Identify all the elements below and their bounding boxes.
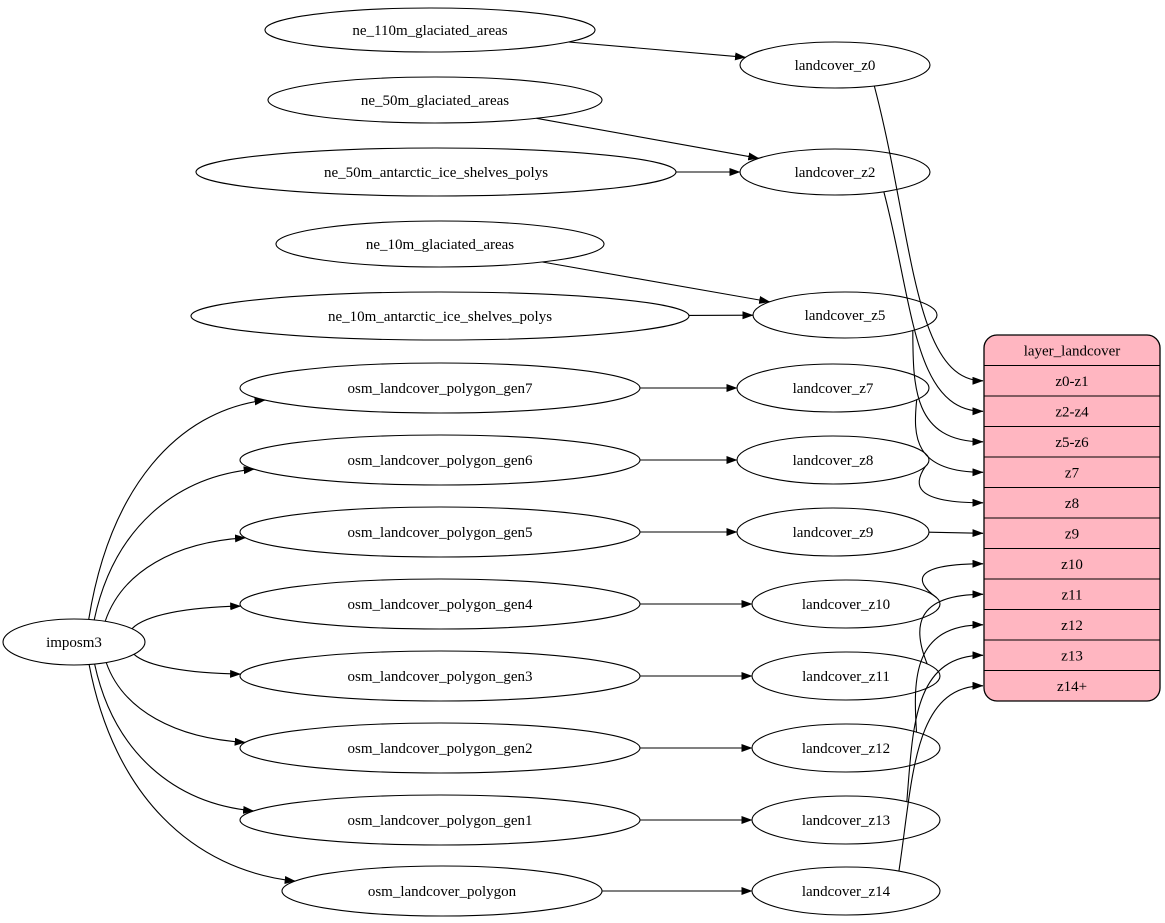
edge-ne-110m-glaciated-areas-landcover-z0 (568, 41, 746, 61)
node-osm-landcover-polygon-gen5: osm_landcover_polygon_gen5 (239, 506, 641, 558)
node-ne-10m-glaciated-areas: ne_10m_glaciated_areas (275, 220, 605, 268)
table-row-z0-z1: z0-z1 (1055, 374, 1088, 390)
node-osm-landcover-polygon-gen1: osm_landcover_polygon_gen1 (239, 794, 641, 846)
ne-10m-antarctic-ice-shelves-polys-label: ne_10m_antarctic_ice_shelves_polys (328, 309, 552, 325)
node-ne-110m-glaciated-areas: ne_110m_glaciated_areas (264, 7, 596, 53)
landcover-z0-label: landcover_z0 (795, 58, 876, 74)
node-ne-50m-antarctic-ice-shelves-polys: ne_50m_antarctic_ice_shelves_polys (195, 147, 677, 197)
edge-ne-50m-glaciated-areas-landcover-z2 (536, 117, 760, 161)
landcover-z9-label: landcover_z9 (793, 525, 874, 541)
ne-110m-glaciated-areas-label: ne_110m_glaciated_areas (352, 23, 507, 39)
edge-landcover-z8-z8 (918, 466, 984, 507)
node-landcover-z8: landcover_z8 (736, 435, 930, 485)
landcover-z11-label: landcover_z11 (802, 669, 890, 685)
node-osm-landcover-polygon-gen7: osm_landcover_polygon_gen7 (239, 362, 641, 414)
table-row-z8: z8 (1065, 496, 1079, 512)
edge-imposm3-osm-landcover-polygon-gen6 (93, 466, 255, 621)
node-osm-landcover-polygon-gen4: osm_landcover_polygon_gen4 (239, 578, 641, 630)
landcover-z7-label: landcover_z7 (793, 381, 874, 397)
landcover-z14-label: landcover_z14 (802, 884, 891, 900)
edge-imposm3-osm-landcover-polygon-gen3 (133, 653, 242, 678)
edge-landcover-z0-z0-z1 (873, 85, 984, 385)
ne-50m-antarctic-ice-shelves-polys-label: ne_50m_antarctic_ice_shelves_polys (324, 165, 548, 181)
landcover-z8-label: landcover_z8 (793, 453, 874, 469)
edge-landcover-z2-z2-z4 (883, 191, 984, 416)
edge-imposm3-osm-landcover-polygon-gen5 (104, 534, 246, 622)
edge-imposm3-osm-landcover-polygon-gen1 (94, 663, 255, 814)
imposm3-label: imposm3 (46, 635, 102, 651)
osm-landcover-polygon-gen4-label: osm_landcover_polygon_gen4 (348, 597, 533, 613)
node-ne-10m-antarctic-ice-shelves-polys: ne_10m_antarctic_ice_shelves_polys (190, 291, 690, 341)
edge-imposm3-osm-landcover-polygon-gen2 (105, 662, 246, 746)
landcover-z5-label: landcover_z5 (805, 308, 886, 324)
table-row-z14plus: z14+ (1057, 679, 1087, 695)
node-landcover-z12: landcover_z12 (751, 723, 941, 773)
table-row-z10: z10 (1061, 557, 1083, 573)
ne-50m-glaciated-areas-ellipse (267, 76, 603, 124)
osm-landcover-polygon-gen7-label: osm_landcover_polygon_gen7 (348, 381, 533, 397)
osm-landcover-polygon-gen2-label: osm_landcover_polygon_gen2 (348, 741, 533, 757)
table-row-z9: z9 (1065, 526, 1079, 542)
landcover-z12-label: landcover_z12 (802, 741, 890, 757)
osm-landcover-polygon-gen1-label: osm_landcover_polygon_gen1 (348, 813, 533, 829)
node-osm-landcover-polygon: osm_landcover_polygon (281, 865, 603, 917)
landcover-z13-label: landcover_z13 (802, 813, 890, 829)
ne-10m-antarctic-ice-shelves-polys-ellipse (190, 291, 690, 341)
nodes-layer: ne_110m_glaciated_areas ne_50m_glaciated_… (2, 7, 941, 917)
node-osm-landcover-polygon-gen2: osm_landcover_polygon_gen2 (239, 722, 641, 774)
node-osm-landcover-polygon-gen3: osm_landcover_polygon_gen3 (239, 650, 641, 702)
osm-landcover-polygon-gen3-label: osm_landcover_polygon_gen3 (348, 669, 533, 685)
node-landcover-z11: landcover_z11 (751, 651, 941, 701)
edge-ne-10m-glaciated-areas-landcover-z5 (542, 261, 771, 304)
edge-landcover-z9-z9 (928, 529, 984, 538)
table-row-z2-z4: z2-z4 (1055, 404, 1089, 420)
table-layer-landcover: z0-z1 z2-z4 z5-z6 z7 z8 z9 z10 z11 z12 z13 z14+ lay… (983, 334, 1161, 702)
node-osm-landcover-polygon-gen6: osm_landcover_polygon_gen6 (239, 434, 641, 486)
ne-10m-glaciated-areas-label: ne_10m_glaciated_areas (366, 237, 514, 253)
ne-10m-glaciated-areas-ellipse (275, 220, 605, 268)
edge-landcover-z10-z10 (921, 559, 984, 598)
node-landcover-z10: landcover_z10 (751, 579, 941, 629)
edge-landcover-z5-z5-z6 (912, 330, 984, 446)
landcover-z10-label: landcover_z10 (802, 597, 890, 613)
osm-landcover-polygon-gen5-label: osm_landcover_polygon_gen5 (348, 525, 533, 541)
landcover-z2-label: landcover_z2 (795, 165, 876, 181)
edge-imposm3-osm-landcover-polygon-gen4 (131, 602, 242, 630)
node-landcover-z7: landcover_z7 (736, 363, 930, 413)
node-landcover-z0: landcover_z0 (739, 41, 931, 89)
edge-imposm3-osm-landcover-polygon-gen7 (88, 397, 266, 620)
node-landcover-z2: landcover_z2 (739, 148, 931, 196)
table-row-z13: z13 (1061, 648, 1083, 664)
node-landcover-z13: landcover_z13 (751, 795, 941, 845)
imposm3-ellipse (2, 618, 146, 666)
landcover-z0-ellipse (739, 41, 931, 89)
table-row-z12: z12 (1061, 618, 1083, 634)
table-row-z7: z7 (1065, 465, 1080, 481)
table-title: layer_landcover (1024, 343, 1121, 359)
node-imposm3: imposm3 (2, 618, 146, 666)
node-landcover-z9: landcover_z9 (736, 507, 930, 557)
edge-landcover-z12-z12 (914, 620, 984, 733)
node-landcover-z5: landcover_z5 (752, 291, 938, 339)
osm-landcover-polygon-label: osm_landcover_polygon (368, 884, 517, 900)
osm-landcover-polygon-gen6-label: osm_landcover_polygon_gen6 (348, 453, 533, 469)
edge-landcover-z7-z7 (914, 399, 984, 477)
edges-layer (88, 41, 984, 895)
edge-landcover-z13-z13 (906, 651, 984, 802)
node-landcover-z14: landcover_z14 (751, 866, 941, 916)
edge-landcover-z14-z14plus (898, 681, 984, 872)
node-ne-50m-glaciated-areas: ne_50m_glaciated_areas (267, 76, 603, 124)
ne-110m-glaciated-areas-ellipse (264, 7, 596, 53)
ne-50m-glaciated-areas-label: ne_50m_glaciated_areas (361, 93, 509, 109)
edge-imposm3-osm-landcover-polygon (88, 664, 296, 884)
table-row-z11: z11 (1061, 587, 1082, 603)
edge-landcover-z11-z11 (919, 590, 984, 665)
table-row-z5-z6: z5-z6 (1055, 435, 1089, 451)
